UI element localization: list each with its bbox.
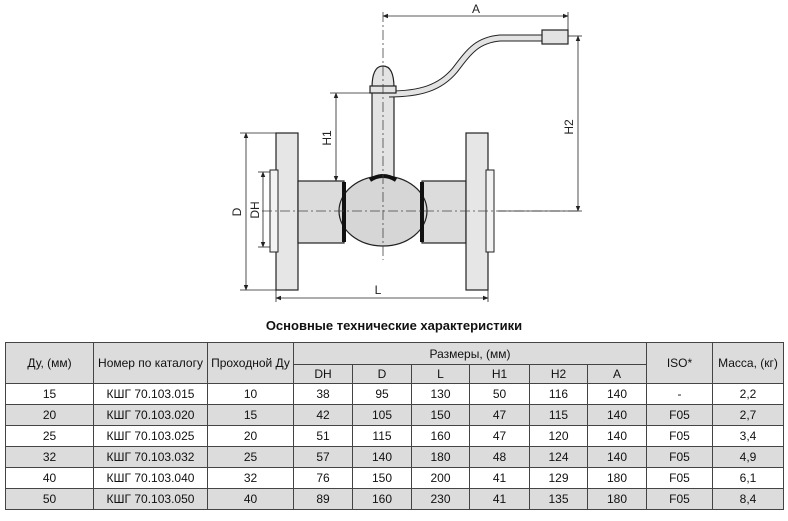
- cell-catalog: КШГ 70.103.032: [93, 446, 208, 468]
- cell-du: 20: [5, 404, 94, 426]
- right-flange: [465, 132, 489, 291]
- cell-bore: 25: [207, 446, 294, 468]
- cell-catalog: КШГ 70.103.015: [93, 383, 208, 405]
- cell-h1: 47: [469, 404, 530, 426]
- cell-dh: 51: [293, 425, 353, 447]
- cell-du: 32: [5, 446, 94, 468]
- cell-dh: 76: [293, 467, 353, 489]
- cell-iso: F05: [646, 425, 713, 447]
- cell-dh: 89: [293, 488, 353, 510]
- cell-mass: 6,1: [712, 467, 784, 489]
- right-neck: [421, 180, 467, 244]
- left-flange: [275, 132, 299, 291]
- header-dim-h2: H2: [529, 364, 588, 384]
- header-dim-a: A: [587, 364, 647, 384]
- cell-h2: 129: [529, 467, 588, 489]
- cell-mass: 4,9: [712, 446, 784, 468]
- spec-table: Ду, (мм) Номер по каталогу Проходной Ду …: [5, 342, 784, 510]
- left-neck: [297, 180, 345, 244]
- cell-h2: 115: [529, 404, 588, 426]
- cell-du: 40: [5, 467, 94, 489]
- cell-mass: 3,4: [712, 425, 784, 447]
- cell-bore: 15: [207, 404, 294, 426]
- cell-h2: 124: [529, 446, 588, 468]
- cell-a: 140: [587, 446, 647, 468]
- cell-d: 105: [352, 404, 412, 426]
- header-bore: Проходной Ду: [207, 342, 294, 384]
- cell-catalog: КШГ 70.103.020: [93, 404, 208, 426]
- label-A: A: [472, 2, 480, 16]
- cell-d: 160: [352, 488, 412, 510]
- cell-catalog: КШГ 70.103.040: [93, 467, 208, 489]
- cell-l: 230: [411, 488, 470, 510]
- cell-d: 150: [352, 467, 412, 489]
- cell-a: 140: [587, 383, 647, 405]
- table-row: 50 КШГ 70.103.050 40 89 160 230 41 135 1…: [5, 488, 784, 510]
- table-title: Основные технические характеристики: [265, 318, 523, 333]
- cell-l: 130: [411, 383, 470, 405]
- cell-iso: F05: [646, 467, 713, 489]
- cell-bore: 10: [207, 383, 294, 405]
- label-DH: DH: [248, 201, 262, 218]
- label-H1: H1: [320, 130, 334, 146]
- cell-a: 140: [587, 404, 647, 426]
- cell-mass: 2,7: [712, 404, 784, 426]
- header-dim-d: D: [352, 364, 412, 384]
- cell-a: 140: [587, 425, 647, 447]
- cell-du: 15: [5, 383, 94, 405]
- cell-bore: 20: [207, 425, 294, 447]
- header-dim-dh: DH: [293, 364, 353, 384]
- cell-l: 180: [411, 446, 470, 468]
- cell-bore: 40: [207, 488, 294, 510]
- header-iso: ISO*: [646, 342, 713, 384]
- cell-l: 200: [411, 467, 470, 489]
- cell-h1: 41: [469, 488, 530, 510]
- cell-l: 160: [411, 425, 470, 447]
- cell-h1: 41: [469, 467, 530, 489]
- table-row: 40 КШГ 70.103.040 32 76 150 200 41 129 1…: [5, 467, 784, 489]
- table-row: 15 КШГ 70.103.015 10 38 95 130 50 116 14…: [5, 383, 784, 405]
- cell-bore: 32: [207, 467, 294, 489]
- cell-d: 95: [352, 383, 412, 405]
- cell-catalog: КШГ 70.103.050: [93, 488, 208, 510]
- header-du: Ду, (мм): [5, 342, 94, 384]
- cell-h1: 50: [469, 383, 530, 405]
- cell-h2: 120: [529, 425, 588, 447]
- table-row: 20 КШГ 70.103.020 15 42 105 150 47 115 1…: [5, 404, 784, 426]
- label-D: D: [230, 207, 244, 216]
- cell-h2: 135: [529, 488, 588, 510]
- valve-drawing: A H2 H1 D DH L: [230, 2, 582, 302]
- label-L: L: [375, 283, 382, 297]
- cell-iso: F05: [646, 488, 713, 510]
- table-row: 32 КШГ 70.103.032 25 57 140 180 48 124 1…: [5, 446, 784, 468]
- cell-mass: 2,2: [712, 383, 784, 405]
- cell-dh: 42: [293, 404, 353, 426]
- header-dim-l: L: [411, 364, 470, 384]
- cell-du: 50: [5, 488, 94, 510]
- label-H2: H2: [562, 119, 576, 135]
- cell-iso: -: [646, 383, 713, 405]
- cell-h1: 48: [469, 446, 530, 468]
- cell-l: 150: [411, 404, 470, 426]
- cell-iso: F05: [646, 404, 713, 426]
- cell-dh: 57: [293, 446, 353, 468]
- cell-du: 25: [5, 425, 94, 447]
- handle-grip: [541, 29, 569, 45]
- cell-d: 115: [352, 425, 412, 447]
- cell-iso: F05: [646, 446, 713, 468]
- cell-d: 140: [352, 446, 412, 468]
- header-mass: Масса, (кг): [712, 342, 784, 384]
- header-dim-h1: H1: [469, 364, 530, 384]
- cell-a: 180: [587, 488, 647, 510]
- cell-dh: 38: [293, 383, 353, 405]
- valve-handle: [388, 34, 548, 98]
- header-catalog: Номер по каталогу: [93, 342, 208, 384]
- cell-catalog: КШГ 70.103.025: [93, 425, 208, 447]
- cell-h1: 47: [469, 425, 530, 447]
- cell-a: 180: [587, 467, 647, 489]
- table-row: 25 КШГ 70.103.025 20 51 115 160 47 120 1…: [5, 425, 784, 447]
- cell-mass: 8,4: [712, 488, 784, 510]
- cell-h2: 116: [529, 383, 588, 405]
- header-dimensions: Размеры, (мм): [293, 342, 647, 365]
